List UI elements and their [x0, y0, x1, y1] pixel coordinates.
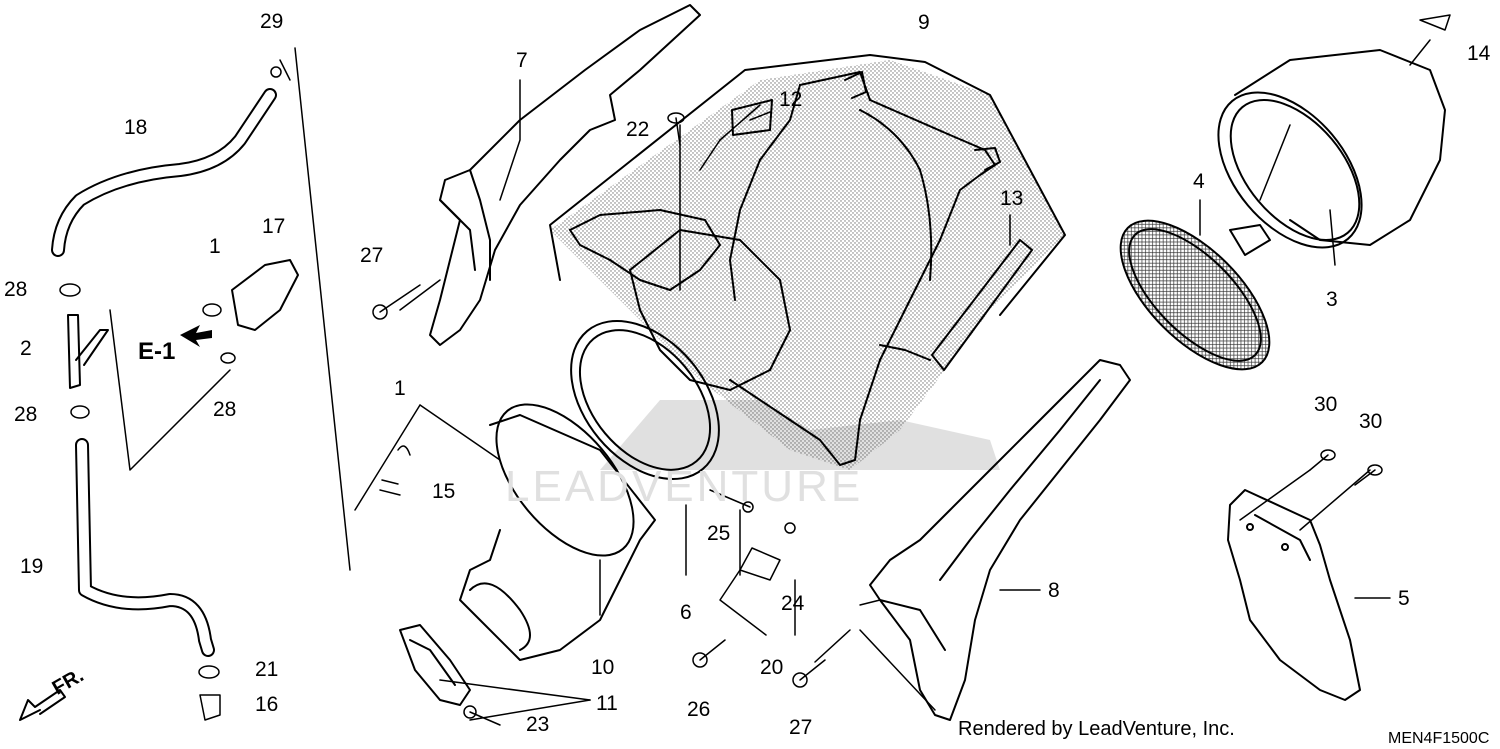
- diagram-code: MEN4F1500C: [1388, 730, 1490, 747]
- callout-28: 28: [4, 278, 28, 301]
- band-clamp-part-11: [399, 624, 471, 706]
- mount-bracket: [569, 209, 721, 291]
- callout-11: 11: [596, 692, 618, 715]
- render-credit: Rendered by LeadVenture, Inc.: [958, 718, 1235, 740]
- cap-part-17: [231, 259, 299, 331]
- boot-gasket: [570, 320, 720, 480]
- filter-element-part-4: [1119, 219, 1271, 371]
- intake-frame: [629, 229, 791, 391]
- callout-30b: 30: [1359, 410, 1383, 433]
- callout-8: 8: [1048, 579, 1060, 602]
- hardware: [59, 14, 1451, 726]
- callout-1b: 1: [394, 377, 406, 400]
- callout-29: 29: [260, 10, 284, 33]
- callout-18: 18: [124, 116, 148, 139]
- callout-26: 26: [687, 698, 711, 721]
- callout-10: 10: [591, 656, 615, 679]
- callout-30: 30: [1314, 393, 1338, 416]
- callout-28c: 28: [213, 398, 237, 421]
- watermark-text: LEADVENTURE: [505, 462, 864, 511]
- air-box-part-9: [550, 60, 1065, 470]
- callout-3: 3: [1326, 288, 1338, 311]
- front-arrow-icon: [19, 689, 66, 721]
- mud-guard-part-5: [1227, 489, 1361, 701]
- callout-16: 16: [255, 693, 279, 716]
- callout-4: 4: [1193, 170, 1205, 193]
- callout-2: 2: [20, 337, 32, 360]
- callout-7: 7: [516, 49, 528, 72]
- callout-1: 1: [209, 235, 221, 258]
- side-cover-part-7: [429, 4, 701, 346]
- tube-part-19: [75, 438, 215, 657]
- filter-cage-part-3: [1217, 49, 1446, 249]
- callout-12: 12: [779, 88, 803, 111]
- callout-25: 25: [707, 522, 731, 545]
- callout-27: 27: [360, 244, 384, 267]
- callout-28b: 28: [14, 403, 38, 426]
- callout-15: 15: [432, 480, 456, 503]
- callout-27b: 27: [789, 716, 813, 739]
- air-boot-part-10: [459, 403, 656, 661]
- callout-17: 17: [262, 215, 286, 238]
- foam-part-12: [731, 99, 773, 136]
- callout-13: 13: [1000, 187, 1024, 210]
- callout-9: 9: [918, 11, 930, 34]
- leader-lines: [109, 47, 1391, 721]
- ref-arrow-icon: [180, 325, 212, 347]
- leader-9: [549, 54, 1066, 316]
- callout-19: 19: [20, 555, 44, 578]
- callout-24: 24: [781, 592, 805, 615]
- callout-20: 20: [760, 656, 784, 679]
- callout-6: 6: [680, 601, 692, 624]
- callout-5: 5: [1398, 587, 1410, 610]
- ref-label: E-1: [138, 338, 176, 365]
- callout-14: 14: [1467, 42, 1491, 65]
- callout-23: 23: [526, 713, 550, 736]
- callout-22: 22: [626, 118, 650, 141]
- joint-part-2: [67, 314, 109, 389]
- strip-part-13: [931, 239, 1033, 371]
- callout-21: 21: [255, 658, 279, 681]
